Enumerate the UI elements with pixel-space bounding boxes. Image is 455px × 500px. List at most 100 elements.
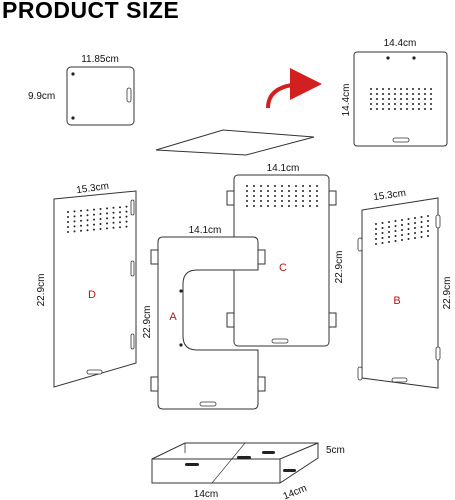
- panel-a: A 14.1cm 22.9cm: [142, 225, 266, 410]
- vent-hole: [381, 242, 384, 244]
- vent-hole: [99, 218, 102, 220]
- vent-hole: [394, 93, 396, 95]
- vent-hole: [376, 108, 378, 110]
- vent-hole: [246, 185, 248, 187]
- vent-hole: [246, 200, 248, 202]
- vent-hole: [302, 205, 304, 207]
- panel-b: B 15.3cm 22.9cm: [357, 188, 453, 389]
- panel-d-label: D: [88, 289, 96, 301]
- vent-hole: [80, 214, 82, 217]
- vent-hole: [246, 205, 248, 207]
- vent-hole: [407, 233, 410, 235]
- vent-hole: [381, 227, 384, 229]
- vent-hole: [288, 195, 290, 197]
- vent-hole: [119, 216, 121, 219]
- vent-hole: [246, 195, 248, 197]
- vent-hole: [427, 220, 429, 222]
- vent-hole: [295, 200, 297, 202]
- vent-hole: [288, 185, 290, 187]
- vent-hole: [407, 238, 410, 240]
- vent-hole: [67, 226, 69, 228]
- vent-hole: [309, 205, 311, 207]
- vent-hole: [394, 108, 396, 110]
- vent-hole: [394, 98, 396, 100]
- vent-hole: [388, 221, 390, 223]
- vent-hole: [401, 239, 403, 241]
- vent-hole: [288, 200, 290, 202]
- vent-hole: [406, 98, 408, 100]
- vent-hole: [412, 98, 414, 100]
- small-panel-width-label: 11.85cm: [81, 54, 119, 65]
- lid-height-label: 14.4cm: [341, 84, 352, 117]
- vent-hole: [302, 195, 304, 197]
- vent-hole: [80, 209, 82, 212]
- vent-hole: [119, 226, 121, 229]
- vent-hole: [316, 195, 318, 197]
- vent-hole: [80, 219, 82, 222]
- vent-hole: [93, 228, 95, 231]
- vent-hole: [420, 226, 423, 228]
- vent-hole: [99, 228, 102, 230]
- vent-hole: [106, 217, 108, 220]
- vent-hole: [424, 98, 426, 100]
- vent-hole: [295, 205, 297, 207]
- vent-hole: [406, 103, 408, 105]
- lid-panel: 14.4cm 14.4cm: [341, 38, 448, 147]
- vent-hole: [412, 88, 414, 90]
- vent-hole: [125, 205, 128, 208]
- vent-hole: [125, 220, 128, 223]
- vent-hole: [414, 232, 416, 234]
- vent-hole: [375, 238, 377, 240]
- vent-hole: [125, 210, 128, 213]
- vent-hole: [388, 241, 390, 243]
- vent-hole: [253, 200, 255, 202]
- vent-hole: [400, 103, 402, 105]
- vent-hole: [430, 93, 432, 95]
- vent-hole: [394, 240, 397, 242]
- vent-hole: [86, 224, 89, 227]
- vent-hole: [375, 228, 377, 230]
- panel-a-top-label: 14.1cm: [189, 225, 222, 236]
- vent-hole: [420, 231, 423, 233]
- page-title: PRODUCT SIZE: [2, 0, 180, 23]
- vent-hole: [260, 205, 262, 207]
- vent-hole: [394, 235, 397, 237]
- vent-hole: [412, 108, 414, 110]
- vent-hole: [73, 215, 76, 218]
- vent-hole: [381, 237, 384, 239]
- vent-hole: [370, 108, 372, 110]
- lid-width-label: 14.4cm: [384, 38, 417, 49]
- vent-hole: [93, 213, 95, 216]
- vent-hole: [274, 205, 276, 207]
- vent-hole: [394, 88, 396, 90]
- vent-hole: [80, 229, 82, 232]
- vent-hole: [388, 93, 390, 95]
- vent-hole: [106, 227, 108, 230]
- vent-hole: [401, 229, 403, 231]
- vent-hole: [316, 185, 318, 187]
- tray-depth-label: 14cm: [282, 483, 309, 500]
- vent-hole: [288, 205, 290, 207]
- vent-hole: [260, 200, 262, 202]
- vent-hole: [430, 103, 432, 105]
- vent-hole: [388, 88, 390, 90]
- vent-hole: [427, 230, 429, 232]
- vent-hole: [67, 221, 69, 223]
- vent-hole: [382, 88, 384, 90]
- vent-hole: [388, 108, 390, 110]
- vent-hole: [309, 185, 311, 187]
- tray-front-label: 14cm: [194, 489, 218, 500]
- vent-hole: [381, 222, 384, 224]
- vent-hole: [424, 93, 426, 95]
- panel-d: D 15.3cm 22.9cm: [36, 181, 137, 388]
- vent-hole: [119, 221, 121, 224]
- vent-hole: [370, 93, 372, 95]
- vent-hole: [420, 216, 423, 218]
- vent-hole: [414, 217, 416, 219]
- vent-hole: [370, 88, 372, 90]
- vent-hole: [376, 98, 378, 100]
- vent-hole: [394, 230, 397, 232]
- vent-hole: [388, 236, 390, 238]
- vent-hole: [274, 185, 276, 187]
